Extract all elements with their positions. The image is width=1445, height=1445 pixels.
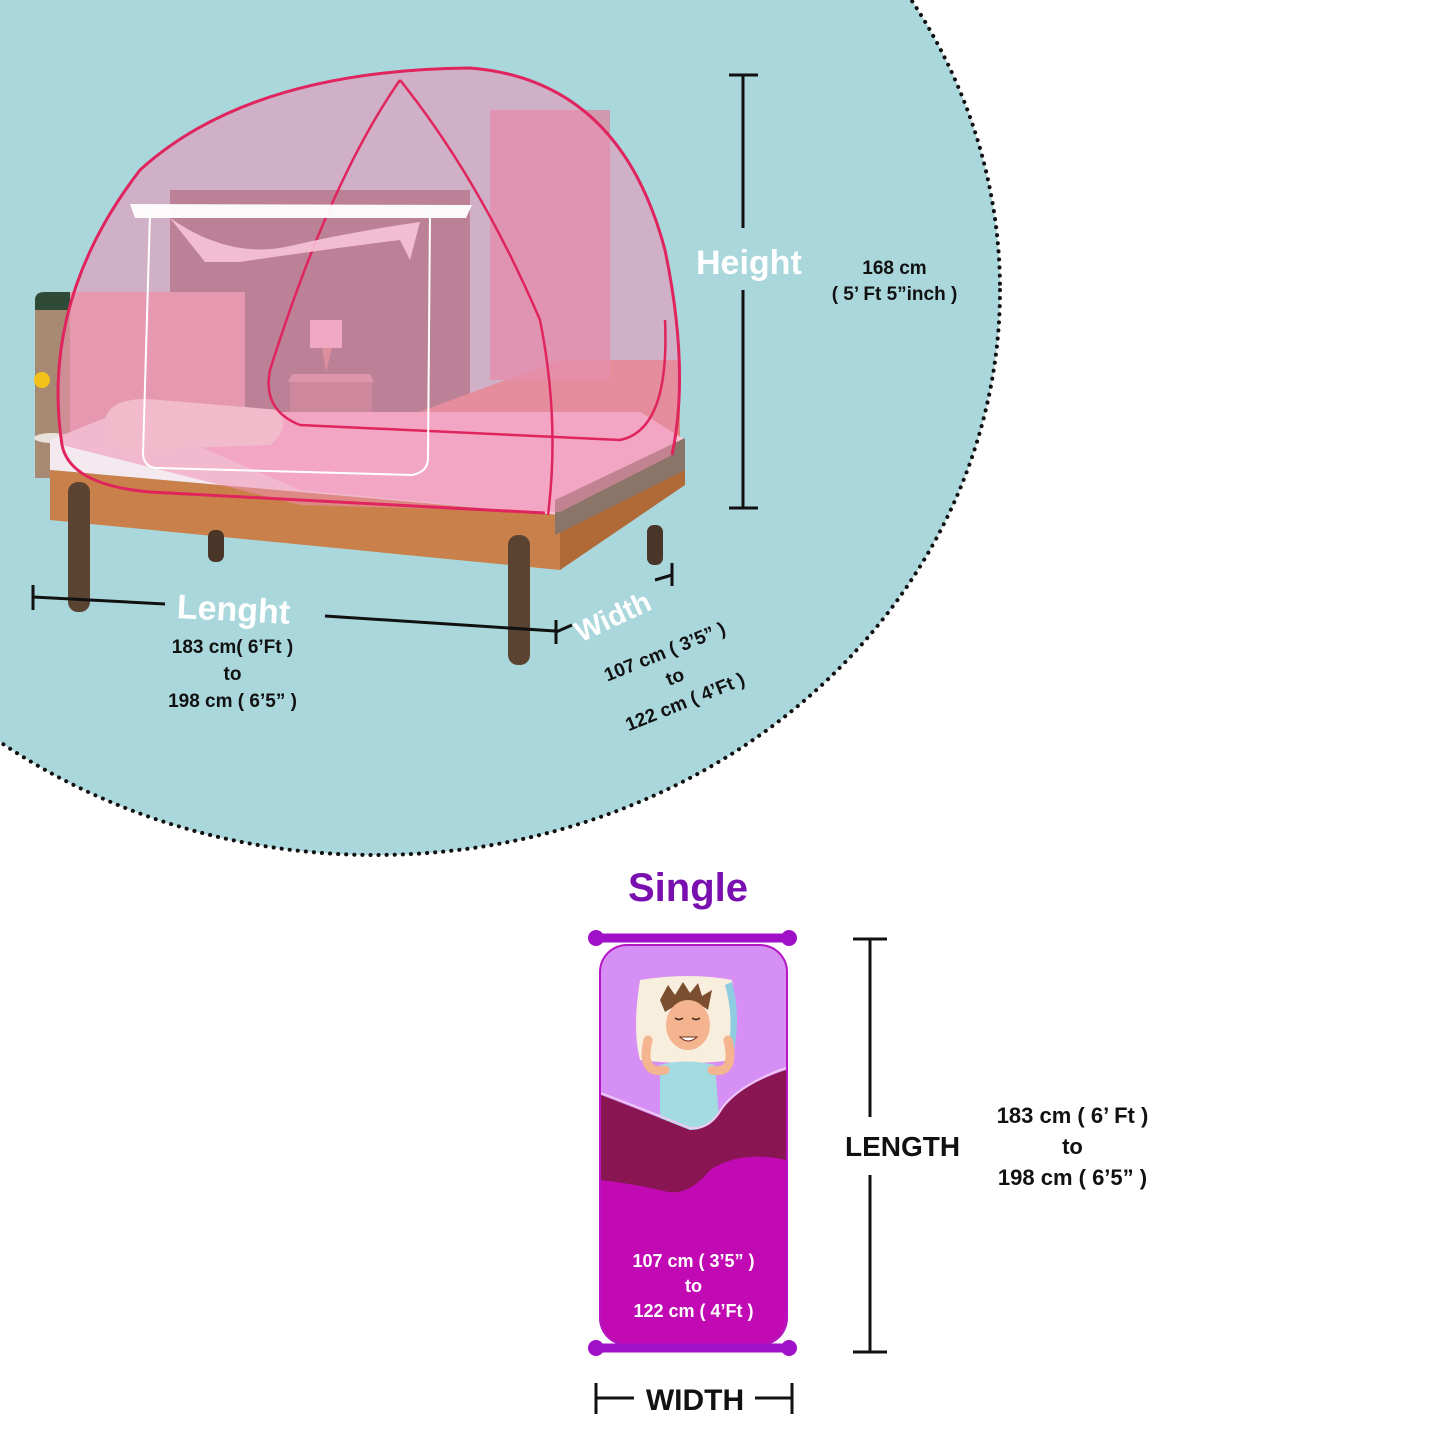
length-axis-label: LENGTH	[845, 1131, 961, 1162]
length-value-to: to	[223, 664, 242, 685]
length-axis-value: 183 cm ( 6’ Ft ) to 198 cm ( 6’5” )	[970, 1100, 1175, 1193]
height-value-ft: ( 5’ Ft 5”inch )	[831, 283, 958, 305]
length-axis-min: 183 cm ( 6’ Ft )	[996, 1103, 1149, 1128]
length-value-max: 198 cm ( 6’5” )	[168, 691, 297, 712]
single-bed-diagram	[588, 930, 797, 1356]
height-dimension-bar	[729, 73, 758, 510]
length-value: 183 cm( 6’Ft ) to 198 cm ( 6’5” )	[130, 634, 335, 715]
length-axis-to: to	[1062, 1134, 1083, 1159]
length-value-min: 183 cm( 6’Ft )	[171, 637, 294, 658]
inner-width-min: 107 cm ( 3’5” )	[632, 1251, 755, 1271]
length-bar	[853, 937, 887, 1354]
inner-width-max: 122 cm ( 4’Ft )	[633, 1301, 754, 1321]
width-bar	[594, 1383, 794, 1414]
height-value: 168 cm ( 5’ Ft 5”inch )	[812, 256, 977, 307]
width-axis-label: WIDTH	[645, 1384, 745, 1417]
size-title: Single	[627, 866, 749, 910]
inner-width-value: 107 cm ( 3’5” ) to 122 cm ( 4’Ft )	[599, 1249, 788, 1324]
length-axis-max: 198 cm ( 6’5” )	[997, 1165, 1148, 1190]
height-label: Height	[696, 244, 802, 282]
inner-width-to: to	[685, 1276, 702, 1296]
length-dimension-bar	[31, 585, 558, 644]
length-label: Lenght	[176, 588, 292, 632]
width-dimension-bar	[555, 563, 674, 634]
height-value-cm: 168 cm	[862, 258, 927, 279]
tent-bed-image	[34, 66, 685, 665]
